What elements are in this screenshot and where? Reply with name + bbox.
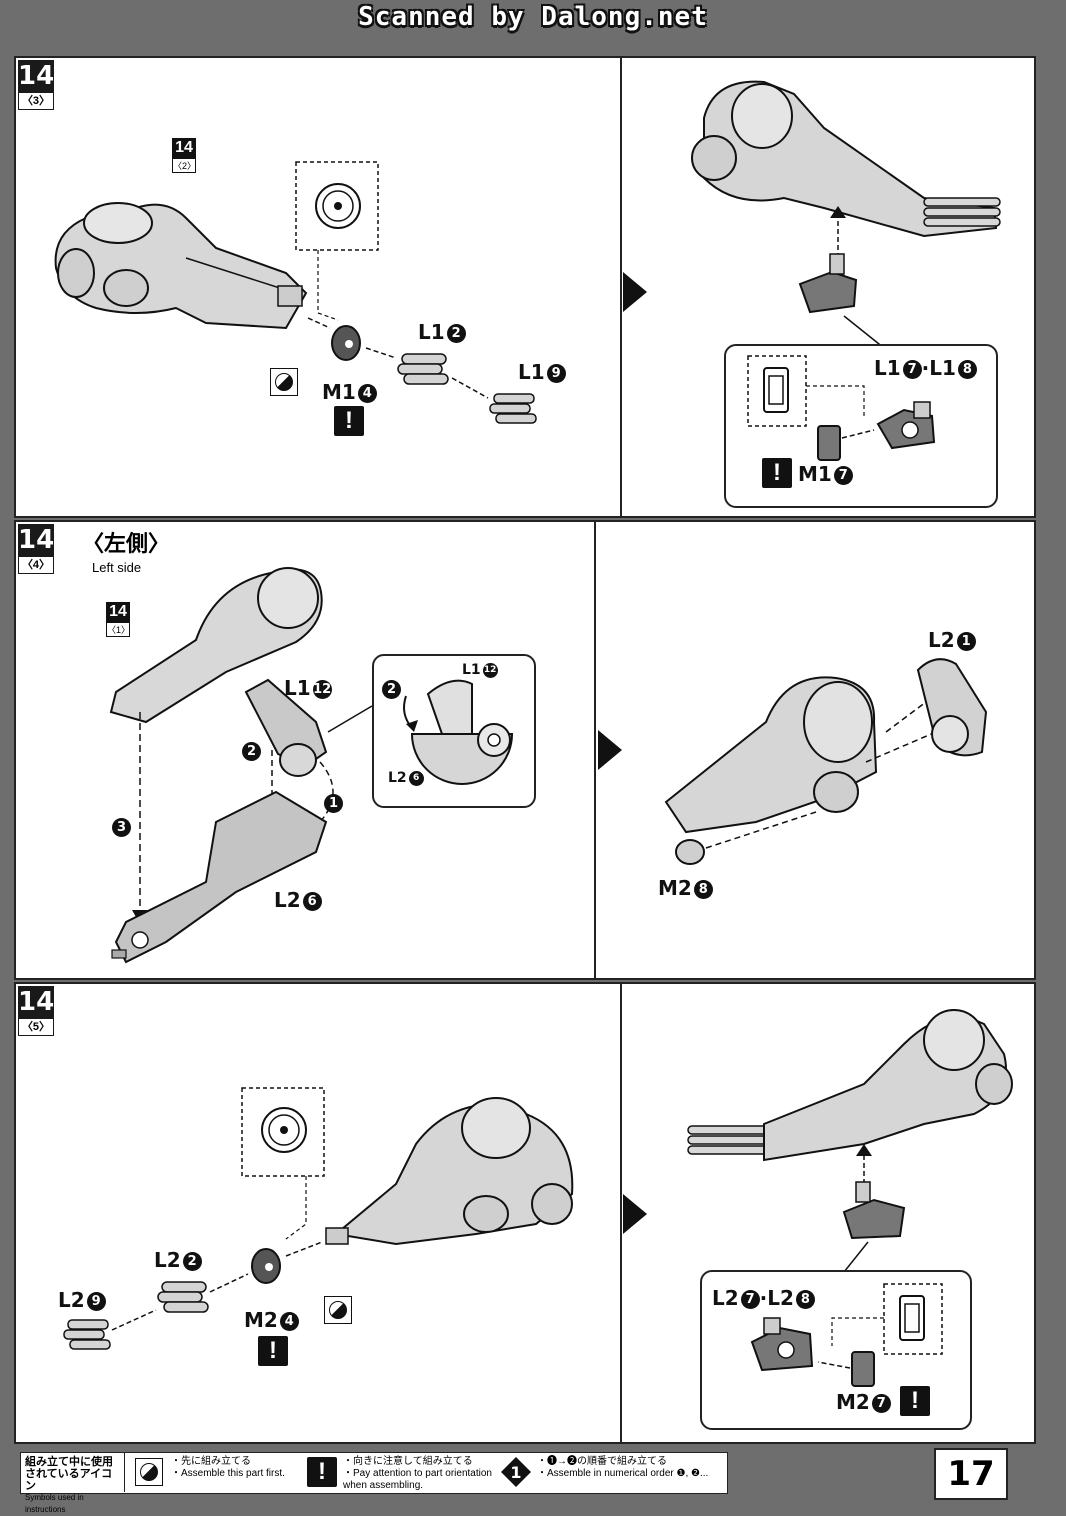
side-title: 〈左側〉 [82, 532, 171, 557]
step-sub-number: 〈4〉 [18, 556, 54, 574]
legend-heading: 組み立て中に使用 されているアイコン Symbols used in instr… [21, 1453, 125, 1514]
left-side-assembly-illustration [109, 567, 373, 964]
next-step-arrow-icon [623, 1194, 647, 1234]
attention-icon: ! [900, 1386, 930, 1416]
assemble-first-icon [270, 368, 298, 396]
step-number: 14 [18, 60, 55, 92]
panel-divider [620, 58, 622, 516]
attention-icon: ! [334, 406, 364, 436]
side-tank-assembly-illustration [664, 658, 988, 865]
order-marker-2: 2 [380, 676, 401, 700]
order-icon-number: 1 [510, 1463, 521, 1482]
barrel-assembly-illustration [54, 161, 537, 424]
step-sub-number: 〈3〉 [18, 92, 54, 110]
reference-step-tag: 14 〈1〉 [106, 602, 131, 637]
order-marker-1: 1 [322, 790, 343, 814]
attention-icon: ! [307, 1457, 337, 1487]
order-marker-2: 2 [240, 738, 261, 762]
panel-divider [594, 522, 596, 978]
legend-item-order: ・❶→❷の順番で組み立てる ・Assemble in numerical ord… [537, 1456, 709, 1479]
peg-detail-illustration [747, 355, 936, 461]
completed-gatling-illustration [691, 80, 1001, 349]
right-barrel-assembly-illustration [63, 1087, 574, 1350]
attention-icon: ! [258, 1336, 288, 1366]
order-marker-3: 3 [110, 814, 131, 838]
attention-icon: ! [762, 458, 792, 488]
next-step-arrow-icon [623, 272, 647, 312]
numerical-order-icon: 1 [501, 1457, 531, 1487]
side-subtitle: Left side [92, 560, 142, 575]
panel-divider [620, 984, 622, 1442]
icon-legend: 組み立て中に使用 されているアイコン Symbols used in instr… [20, 1452, 728, 1514]
step-number: 14 [18, 986, 55, 1018]
step-number: 14 [18, 524, 55, 556]
assemble-first-icon [135, 1458, 163, 1486]
hinge-detail-illustration [403, 679, 514, 785]
step-14-3-panel: 14 〈3〉 14 〈2〉 [14, 56, 1036, 518]
page-number: 17 [934, 1448, 1008, 1500]
next-step-arrow-icon [598, 730, 622, 770]
scanner-watermark: Scanned by Dalong.net [358, 2, 708, 32]
step-sub-number: 〈5〉 [18, 1018, 54, 1036]
reference-step-tag: 14 〈2〉 [172, 138, 197, 173]
peg-detail-illustration [750, 1283, 943, 1387]
completed-right-gatling-illustration [687, 1009, 1013, 1273]
legend-item-attention: ・向きに注意して組み立てる ・Pay attention to part ori… [343, 1456, 492, 1491]
legend-item-first: ・先に組み立てる ・Assemble this part first. [171, 1456, 285, 1479]
assemble-first-icon [324, 1296, 352, 1324]
